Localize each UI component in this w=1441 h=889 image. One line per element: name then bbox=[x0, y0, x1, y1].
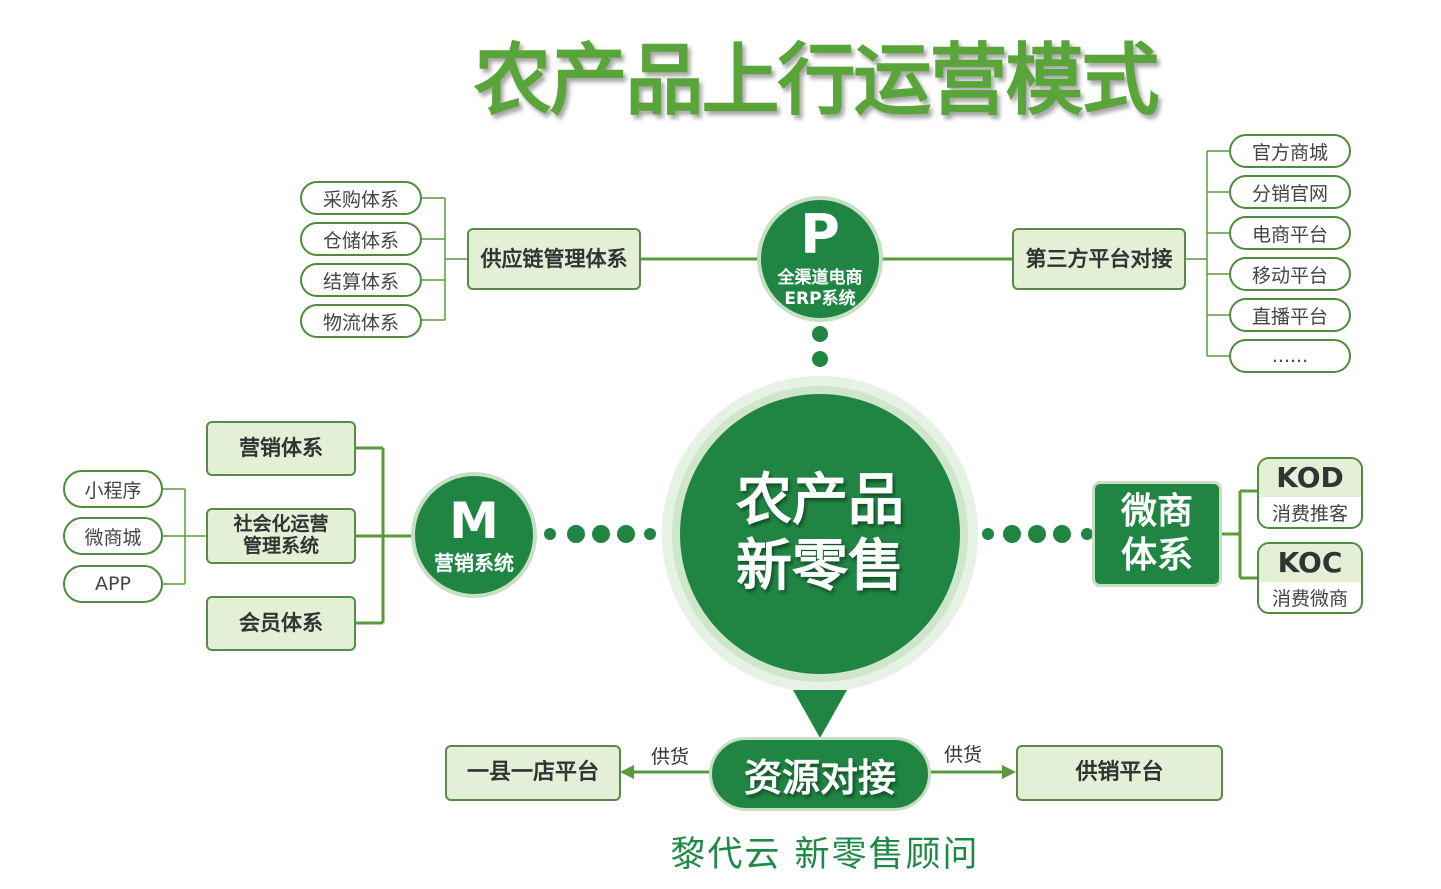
center-line2: 新零售 bbox=[736, 534, 904, 599]
koc-box: KOC 消费微商 bbox=[1257, 542, 1363, 614]
koc-title: KOC bbox=[1259, 544, 1361, 582]
marketing-node: M 营销系统 bbox=[411, 472, 537, 598]
platform-more: ...... bbox=[1229, 339, 1351, 373]
erp-letter: P bbox=[800, 203, 840, 266]
supply-item-purchase: 采购体系 bbox=[300, 181, 422, 215]
page-title: 农产品上行运营模式 bbox=[473, 36, 1159, 126]
erp-node: P 全渠道电商 ERP系统 bbox=[757, 196, 883, 322]
marketing-letter: M bbox=[449, 492, 499, 550]
kod-sub: 消费推客 bbox=[1271, 503, 1348, 525]
platform-live: 直播平台 bbox=[1229, 298, 1351, 332]
supply-item-settlement: 结算体系 bbox=[300, 263, 422, 297]
wechat-line1: 微商 bbox=[1120, 491, 1193, 532]
platform-official-mall: 官方商城 bbox=[1229, 134, 1351, 168]
wechat-line2: 体系 bbox=[1120, 535, 1193, 576]
kod-box: KOD 消费推客 bbox=[1257, 457, 1363, 529]
channel-miniprogram: 小程序 bbox=[63, 470, 163, 508]
member-system-box: 会员体系 bbox=[206, 596, 356, 651]
third-party-box: 第三方平台对接 bbox=[1012, 228, 1186, 290]
kod-title: KOD bbox=[1259, 459, 1361, 497]
platform-distribution: 分销官网 bbox=[1229, 175, 1351, 209]
supply-chain-box: 供应链管理体系 bbox=[467, 228, 641, 290]
wechat-system-box: 微商 体系 bbox=[1092, 481, 1222, 587]
platform-ecommerce: 电商平台 bbox=[1229, 216, 1351, 250]
erp-line2: ERP系统 bbox=[784, 289, 856, 309]
supply-label-left: 供货 bbox=[651, 746, 690, 768]
supply-label-right: 供货 bbox=[944, 744, 983, 766]
supply-item-logistics: 物流体系 bbox=[300, 304, 422, 338]
social-ops-box: 社会化运营 管理系统 bbox=[206, 508, 356, 564]
channel-app: APP bbox=[63, 565, 163, 603]
social-ops-line1: 社会化运营 bbox=[233, 513, 329, 536]
supply-sales-box: 供销平台 bbox=[1016, 745, 1223, 801]
footer-credit: 黎代云 新零售顾问 bbox=[670, 835, 980, 875]
channel-weshop: 微商城 bbox=[63, 517, 163, 555]
center-node: 农产品 新零售 bbox=[680, 394, 960, 674]
platform-mobile: 移动平台 bbox=[1229, 257, 1351, 291]
social-ops-line2: 管理系统 bbox=[242, 535, 319, 557]
koc-sub: 消费微商 bbox=[1271, 588, 1348, 610]
supply-item-storage: 仓储体系 bbox=[300, 222, 422, 256]
county-store-box: 一县一店平台 bbox=[445, 745, 621, 801]
center-line1: 农产品 bbox=[736, 468, 904, 533]
marketing-label: 营销系统 bbox=[434, 551, 514, 575]
marketing-system-box: 营销体系 bbox=[206, 421, 356, 476]
resource-docking-pill: 资源对接 bbox=[709, 737, 931, 811]
erp-line1: 全渠道电商 bbox=[777, 268, 863, 288]
